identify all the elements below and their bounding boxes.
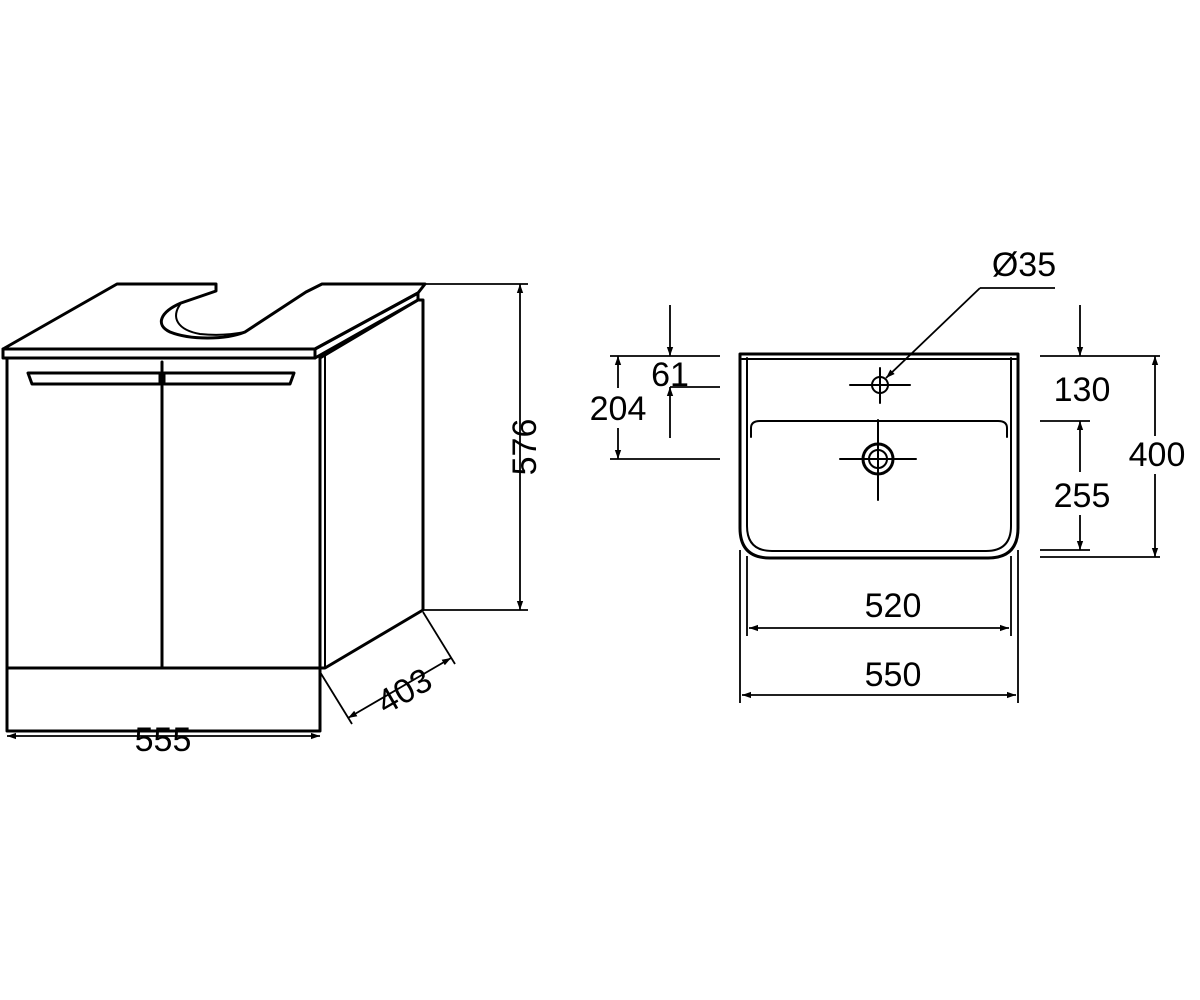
dim-61-label: 61 (651, 356, 689, 394)
dim-255-label: 255 (1054, 477, 1111, 515)
basin-view (738, 352, 1020, 560)
depth-extension-back (422, 611, 456, 665)
cabinet-view (1, 282, 427, 733)
tap-diameter-label: Ø35 (992, 246, 1056, 284)
cabinet-dimensions: 555 576 403 (7, 283, 544, 759)
right-door-handle (162, 371, 296, 386)
basin-inner-rim (746, 357, 1012, 552)
dim-204-label: 204 (590, 390, 647, 428)
cabinet-front (5, 356, 322, 733)
cabinet-depth-label: 403 (370, 661, 438, 722)
depth-extension-front (319, 671, 353, 725)
diameter-leader (885, 287, 981, 379)
cabinet-side (318, 298, 425, 670)
left-door-handle (26, 371, 162, 386)
dim-130-label: 130 (1054, 371, 1111, 409)
countertop-side (313, 291, 420, 360)
dim-400-label: 400 (1129, 436, 1186, 474)
dim-550-label: 550 (865, 656, 922, 694)
depth-dimension-line (347, 657, 452, 719)
countertop-top (1, 282, 427, 351)
cabinet-height-label: 576 (506, 419, 544, 476)
basin-dimensions: Ø35 61 204 130 255 400 (590, 246, 1186, 703)
dim-520-label: 520 (865, 587, 922, 625)
countertop-front (1, 347, 317, 360)
basin-cutout (175, 302, 246, 336)
basin-outline (738, 352, 1020, 560)
cabinet-width-label: 555 (135, 721, 192, 759)
